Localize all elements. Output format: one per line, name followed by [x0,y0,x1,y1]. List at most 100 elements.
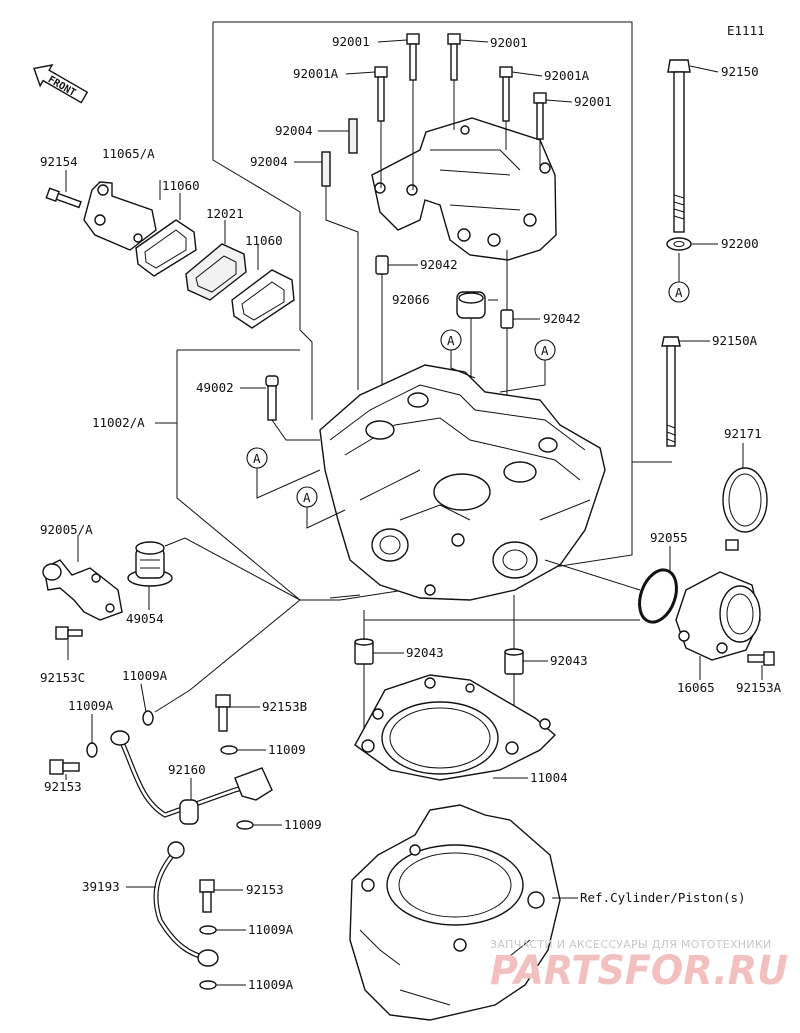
ref-marker-a-1: A [440,329,462,351]
label-ref-cylinder: Ref.Cylinder/Piston(s) [580,890,746,905]
bolt-92153 [49,759,80,775]
bolt-92001-c [533,92,547,140]
cover-11065a [83,181,157,251]
watermark: ЗАПЧАСТИ И АКСЕССУАРЫ ДЛЯ МОТОТЕХНИКИ PA… [490,938,788,994]
label-11009-a: 11009 [268,742,306,757]
label-92153a: 92153A [736,680,782,695]
oil-seal-92066 [456,291,486,319]
label-92001a-a: 92001A [293,66,339,81]
svg-text:A: A [447,333,455,348]
head-gasket-11004 [354,674,557,781]
diagram-code: E1111 [727,23,765,38]
front-direction-arrow: FRONT [33,64,89,104]
label-92005a: 92005/A [40,522,93,537]
o-ring-92055 [638,568,678,624]
label-92150: 92150 [721,64,759,79]
valve-guide-49002 [265,375,279,421]
label-92153: 92153 [44,779,82,794]
ref-marker-a-4: A [296,486,318,508]
bolt-92001-a [406,33,420,81]
bolt-92150a [661,336,681,447]
svg-text:A: A [541,343,549,358]
label-92200: 92200 [721,236,759,251]
label-11009a-top: 11009A [122,668,168,683]
washer-11009a-b [199,925,217,935]
label-39193: 39193 [82,879,120,894]
label-12021: 12021 [206,206,244,221]
camshaft-cap [371,117,557,261]
banjo-92160 [179,799,199,825]
label-92042-b: 92042 [543,311,581,326]
label-92043-b: 92043 [550,653,588,668]
label-92043-a: 92043 [406,645,444,660]
label-92001a-b: 92001A [544,68,590,83]
label-92042-a: 92042 [420,257,458,272]
label-92153-b: 92153 [246,882,284,897]
svg-text:A: A [253,451,261,466]
label-92001-c: 92001 [574,94,612,109]
label-11065a: 11065/A [102,146,155,161]
dowel-92042-b [500,309,514,329]
dowel-92043-a [354,638,374,665]
label-92150a: 92150A [712,333,758,348]
label-92001-a: 92001 [332,34,370,49]
bolt-92001a-a [374,66,388,122]
washer-11009a-c [199,980,217,990]
label-11060-a: 11060 [162,178,200,193]
label-49002: 49002 [196,380,234,395]
bolt-92153b [215,694,231,732]
ref-marker-a-5: A [668,281,690,303]
bolt-92153-lower [199,879,215,913]
dowel-92042-a [375,255,389,275]
label-11004: 11004 [530,770,568,785]
label-49054: 49054 [126,611,164,626]
stud-92004-a [348,118,358,154]
thermostat-49054 [127,541,173,587]
fitting-92005a [42,559,123,621]
ref-marker-a-2: A [534,339,556,361]
label-11002a: 11002/A [92,415,145,430]
intake-joint-16065 [675,571,761,661]
washer-11009a-top [142,710,154,726]
washer-92200 [666,237,692,251]
label-16065: 16065 [677,680,715,695]
gasket-11060-b [231,269,295,329]
label-92160: 92160 [168,762,206,777]
label-92004-a: 92004 [275,123,313,138]
clamp-92171 [722,467,768,551]
ref-marker-a-3: A [246,447,268,469]
label-11009a-c: 11009A [248,977,294,992]
svg-text:A: A [675,285,683,300]
bolt-92153a [747,651,775,666]
label-11060-b: 11060 [245,233,283,248]
callout-leaders [65,39,763,986]
svg-text:A: A [303,490,311,505]
label-92001-b: 92001 [490,35,528,50]
label-11009a-left: 11009A [68,698,114,713]
washer-11009a-left [86,742,98,758]
bolt-92001a-b [499,66,513,122]
label-92154: 92154 [40,154,78,169]
bolt-92154 [45,187,82,209]
callout-labels: 92001 92001 92001A 92001A 92001 92150 92… [40,34,782,992]
label-92153c: 92153C [40,670,85,685]
label-11009a-b: 11009A [248,922,294,937]
label-92153b: 92153B [262,699,307,714]
stud-92004-b [321,151,331,187]
watermark-tagline: ЗАПЧАСТИ И АКСЕССУАРЫ ДЛЯ МОТОТЕХНИКИ [490,938,772,951]
label-92171: 92171 [724,426,762,441]
bolt-92153c [55,626,83,640]
label-92066: 92066 [392,292,430,307]
washer-11009-b [236,820,254,830]
dowel-92043-b [504,648,524,675]
bolt-92001-b [447,33,461,81]
label-92055: 92055 [650,530,688,545]
label-11009-b: 11009 [284,817,322,832]
cylinder-head-11002a [319,364,606,601]
washer-11009-a [220,745,238,755]
bolt-92150 [667,59,691,233]
oil-pipe-39193 [110,730,273,967]
reed-valve-12021 [185,243,247,301]
watermark-brand: PARTSFOR.RU [490,948,788,994]
